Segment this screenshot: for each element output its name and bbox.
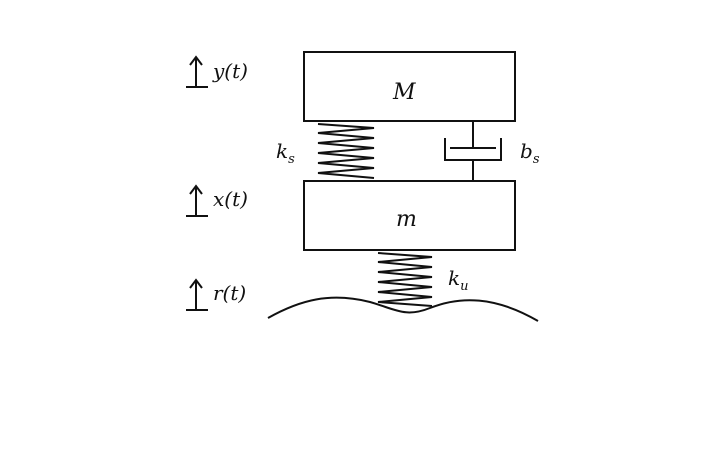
- unsprung-mass-label: m: [396, 207, 417, 232]
- displacement-arrow-r: [186, 278, 208, 311]
- displacement-r-label: r(t): [213, 281, 246, 305]
- damper: [444, 121, 502, 181]
- damper-label: bs: [520, 139, 540, 167]
- displacement-arrow-x: [186, 184, 208, 217]
- displacement-y-label: y(t): [212, 59, 248, 83]
- sprung-mass-block: [303, 51, 516, 122]
- tire-spring: [377, 252, 433, 307]
- road-surface: [267, 296, 539, 322]
- displacement-arrow-y: [186, 55, 208, 88]
- unsprung-mass-block: [303, 180, 516, 251]
- suspension-spring: [317, 123, 375, 179]
- sprung-mass-label: M: [392, 80, 416, 105]
- tire-spring-label: ku: [448, 266, 469, 294]
- displacement-x-label: x(t): [213, 187, 248, 211]
- suspension-spring-label: ks: [276, 139, 295, 167]
